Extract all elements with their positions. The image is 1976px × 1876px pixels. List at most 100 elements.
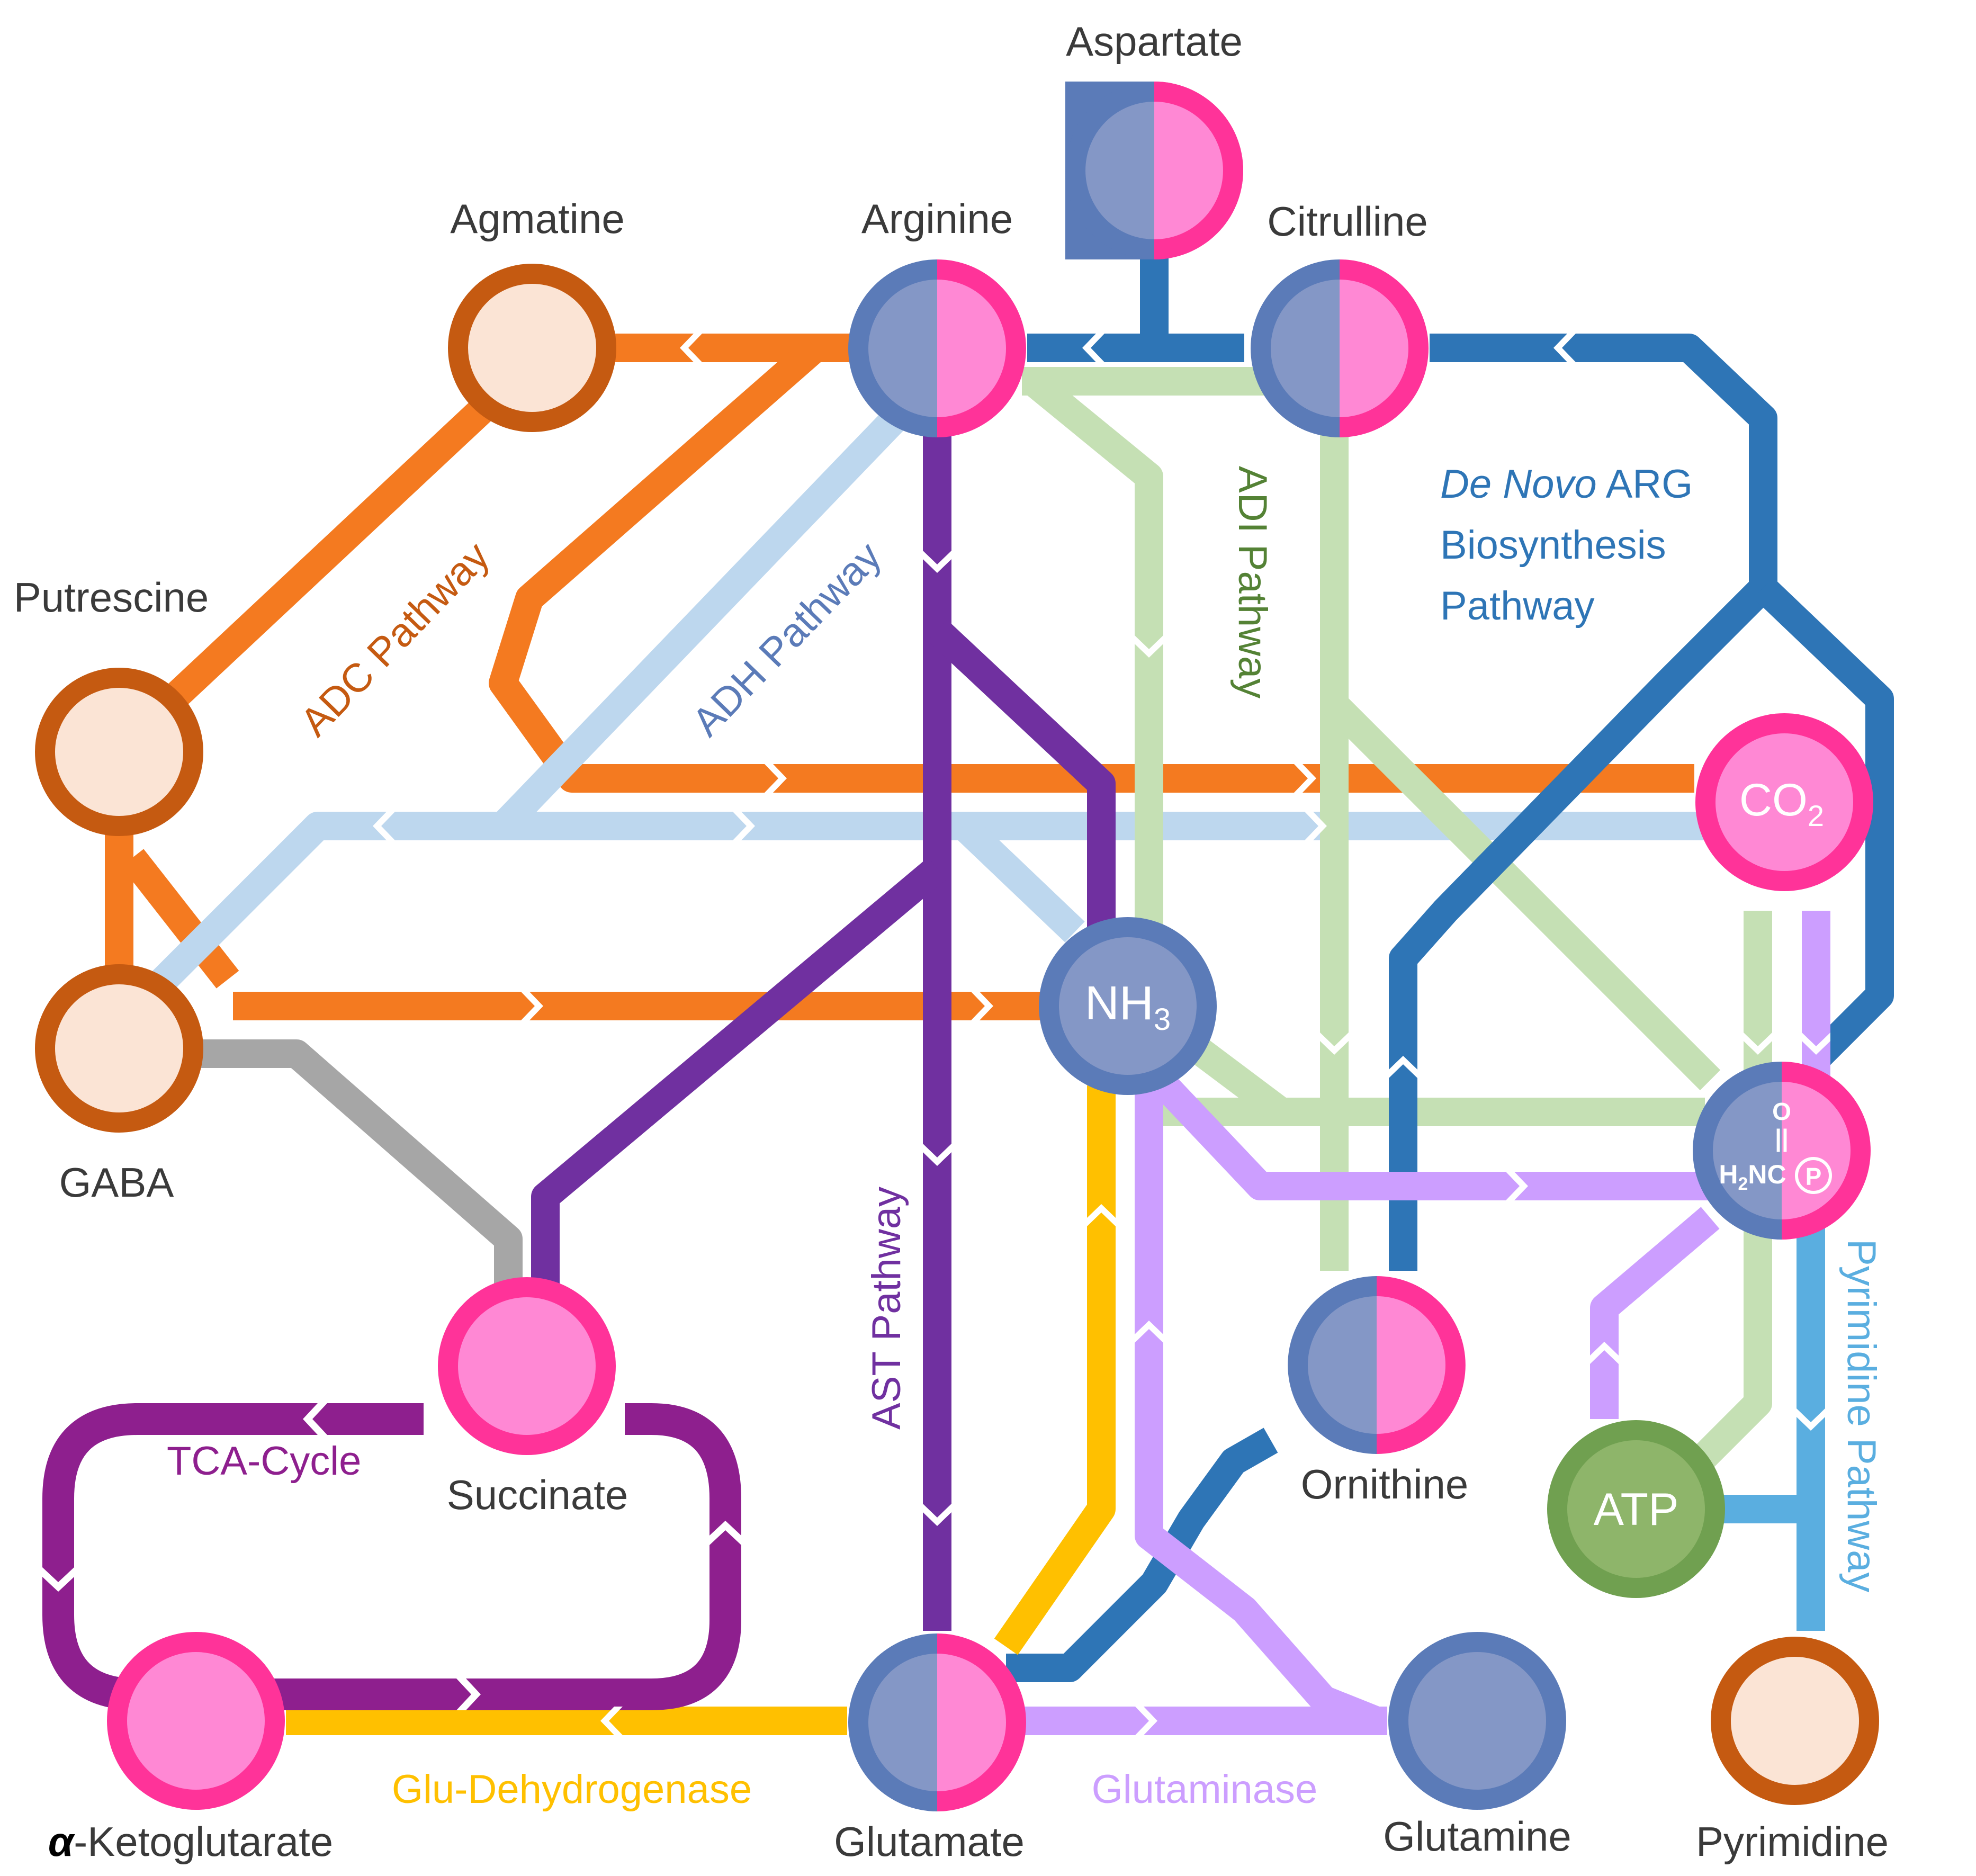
arrow-marker	[733, 812, 755, 840]
arrow-marker	[1087, 1204, 1116, 1226]
label-nh3: NH3	[1085, 977, 1171, 1037]
arrow-marker	[42, 1567, 74, 1592]
route-nh3-glutamate	[994, 1085, 1116, 1655]
node-aspartate[interactable]	[1065, 82, 1243, 259]
label-nh3-sub: 3	[1154, 1002, 1171, 1037]
label-pyrimidine-pathway: Pyrimidine Pathway	[1839, 1239, 1884, 1592]
node-carbamoyl-phosphate[interactable]	[1693, 1062, 1871, 1240]
label-ornithine: Ornithine	[1301, 1461, 1469, 1507]
route-agmatine-putrescine	[149, 394, 497, 723]
arrow-marker	[1553, 334, 1576, 362]
route-adh-nh3	[954, 815, 1085, 943]
ast-pathway-routes	[531, 434, 1116, 1631]
label-carbamoyl-formula: H2NC	[1719, 1160, 1786, 1194]
label-atp: ATP	[1594, 1484, 1679, 1535]
route-arginine-adh	[148, 392, 921, 995]
label-ketoglutarate-alpha: α	[48, 1818, 76, 1865]
label-co2: CO2	[1739, 775, 1824, 832]
route-citrulline-carbamoyl	[1324, 694, 1721, 1091]
label-gaba: GABA	[59, 1159, 174, 1206]
label-putrescine: Putrescine	[14, 574, 209, 621]
node-arginine[interactable]	[848, 259, 1026, 437]
label-co2-main: CO	[1739, 775, 1808, 825]
label-glutaminase: Glutaminase	[1092, 1767, 1318, 1812]
label-glu-dehydrogenase: Glu-Dehydrogenase	[392, 1767, 752, 1812]
arrow-marker	[1294, 764, 1316, 793]
arrow-marker	[1135, 635, 1163, 658]
label-denovo-line1: De Novo ARG	[1440, 462, 1693, 507]
route-fork-right	[1753, 577, 1894, 1070]
label-tca-cycle: TCA-Cycle	[167, 1439, 361, 1484]
node-pyrimidine[interactable]	[1711, 1637, 1879, 1805]
arrow-marker	[1082, 334, 1104, 362]
node-agmatine[interactable]	[448, 264, 616, 432]
label-pyrimidine: Pyrimidine	[1696, 1818, 1889, 1865]
arrow-marker	[373, 812, 395, 840]
arrow-marker	[923, 1144, 951, 1166]
label-nh3-main: NH	[1085, 977, 1154, 1030]
label-denovo-line2: Biosynthesis	[1440, 523, 1666, 568]
route-fork-left	[1389, 498, 1777, 1271]
node-co2[interactable]	[1695, 713, 1873, 891]
arrow-marker	[1320, 1033, 1349, 1055]
route-atp-carbamoyl	[1590, 1207, 1720, 1419]
label-denovo-italic: De Novo	[1440, 462, 1597, 507]
arrow-marker	[303, 1403, 327, 1435]
label-carbamoyl-dbl: ||	[1775, 1124, 1789, 1152]
label-adh-pathway: ADH Pathway	[684, 533, 890, 744]
arrow-marker	[456, 1678, 481, 1710]
label-co2-sub: 2	[1808, 799, 1824, 832]
direction-markers	[42, 334, 1830, 1735]
route-putrescine-gaba-diag	[121, 849, 239, 989]
node-succinate[interactable]	[438, 1277, 616, 1455]
label-citrulline: Citrulline	[1267, 198, 1427, 245]
arrow-marker	[765, 764, 787, 793]
label-ast-pathway: AST Pathway	[864, 1187, 909, 1430]
label-aspartate: Aspartate	[1066, 18, 1243, 65]
node-putrescine[interactable]	[35, 668, 203, 836]
arrow-marker	[521, 992, 543, 1020]
route-gaba-succinate	[185, 1039, 523, 1287]
glu-dh-routes	[286, 1085, 1116, 1735]
label-glutamate: Glutamate	[834, 1818, 1025, 1865]
label-carbamoyl-sub: 2	[1738, 1174, 1748, 1194]
phosphate-ring-icon	[1795, 1157, 1832, 1194]
node-glutamine[interactable]	[1388, 1632, 1566, 1810]
node-citrulline[interactable]	[1251, 259, 1429, 437]
arrow-marker	[1389, 1056, 1417, 1078]
label-glutamine: Glutamine	[1383, 1813, 1571, 1860]
route-nh3-carbamoyl	[1154, 1075, 1715, 1200]
arrow-marker	[1135, 1321, 1163, 1343]
label-ketoglutarate-name: -Ketoglutarate	[74, 1818, 333, 1865]
node-ornithine[interactable]	[1288, 1276, 1466, 1454]
label-ketoglutarate: α-Ketoglutarate	[48, 1818, 333, 1865]
node-glutamate[interactable]	[848, 1633, 1026, 1811]
arrow-marker	[1802, 1033, 1830, 1055]
label-carbamoyl-o: O	[1772, 1098, 1791, 1125]
arrow-marker	[1797, 1408, 1825, 1431]
label-carbamoyl-p: P	[1806, 1163, 1822, 1190]
label-adi-pathway: ADI Pathway	[1230, 466, 1275, 698]
label-carbamoyl-h: H	[1719, 1160, 1738, 1189]
label-arginine: Arginine	[861, 195, 1013, 242]
node-gaba[interactable]	[35, 964, 203, 1133]
route-ast-nh3	[927, 620, 1116, 937]
label-denovo-line3: Pathway	[1440, 584, 1595, 629]
arrow-marker	[1506, 1172, 1528, 1200]
arrow-marker	[1744, 1033, 1772, 1055]
label-agmatine: Agmatine	[450, 195, 625, 242]
label-denovo-arg: ARG	[1597, 462, 1693, 507]
route-nh3-adi	[1188, 1037, 1290, 1124]
node-nh3[interactable]	[1039, 917, 1217, 1095]
label-carbamoyl-nc: NC	[1748, 1160, 1786, 1189]
arrow-marker	[923, 551, 951, 573]
node-ketoglutarate[interactable]	[107, 1632, 285, 1810]
arrow-marker	[923, 1504, 951, 1526]
glutaminase-routes	[1017, 911, 1830, 1735]
arrow-marker	[600, 1707, 623, 1735]
arrow-marker	[709, 1521, 741, 1545]
arrow-marker	[1135, 1707, 1157, 1735]
node-atp[interactable]	[1547, 1420, 1725, 1598]
arrow-marker	[1590, 1342, 1619, 1364]
